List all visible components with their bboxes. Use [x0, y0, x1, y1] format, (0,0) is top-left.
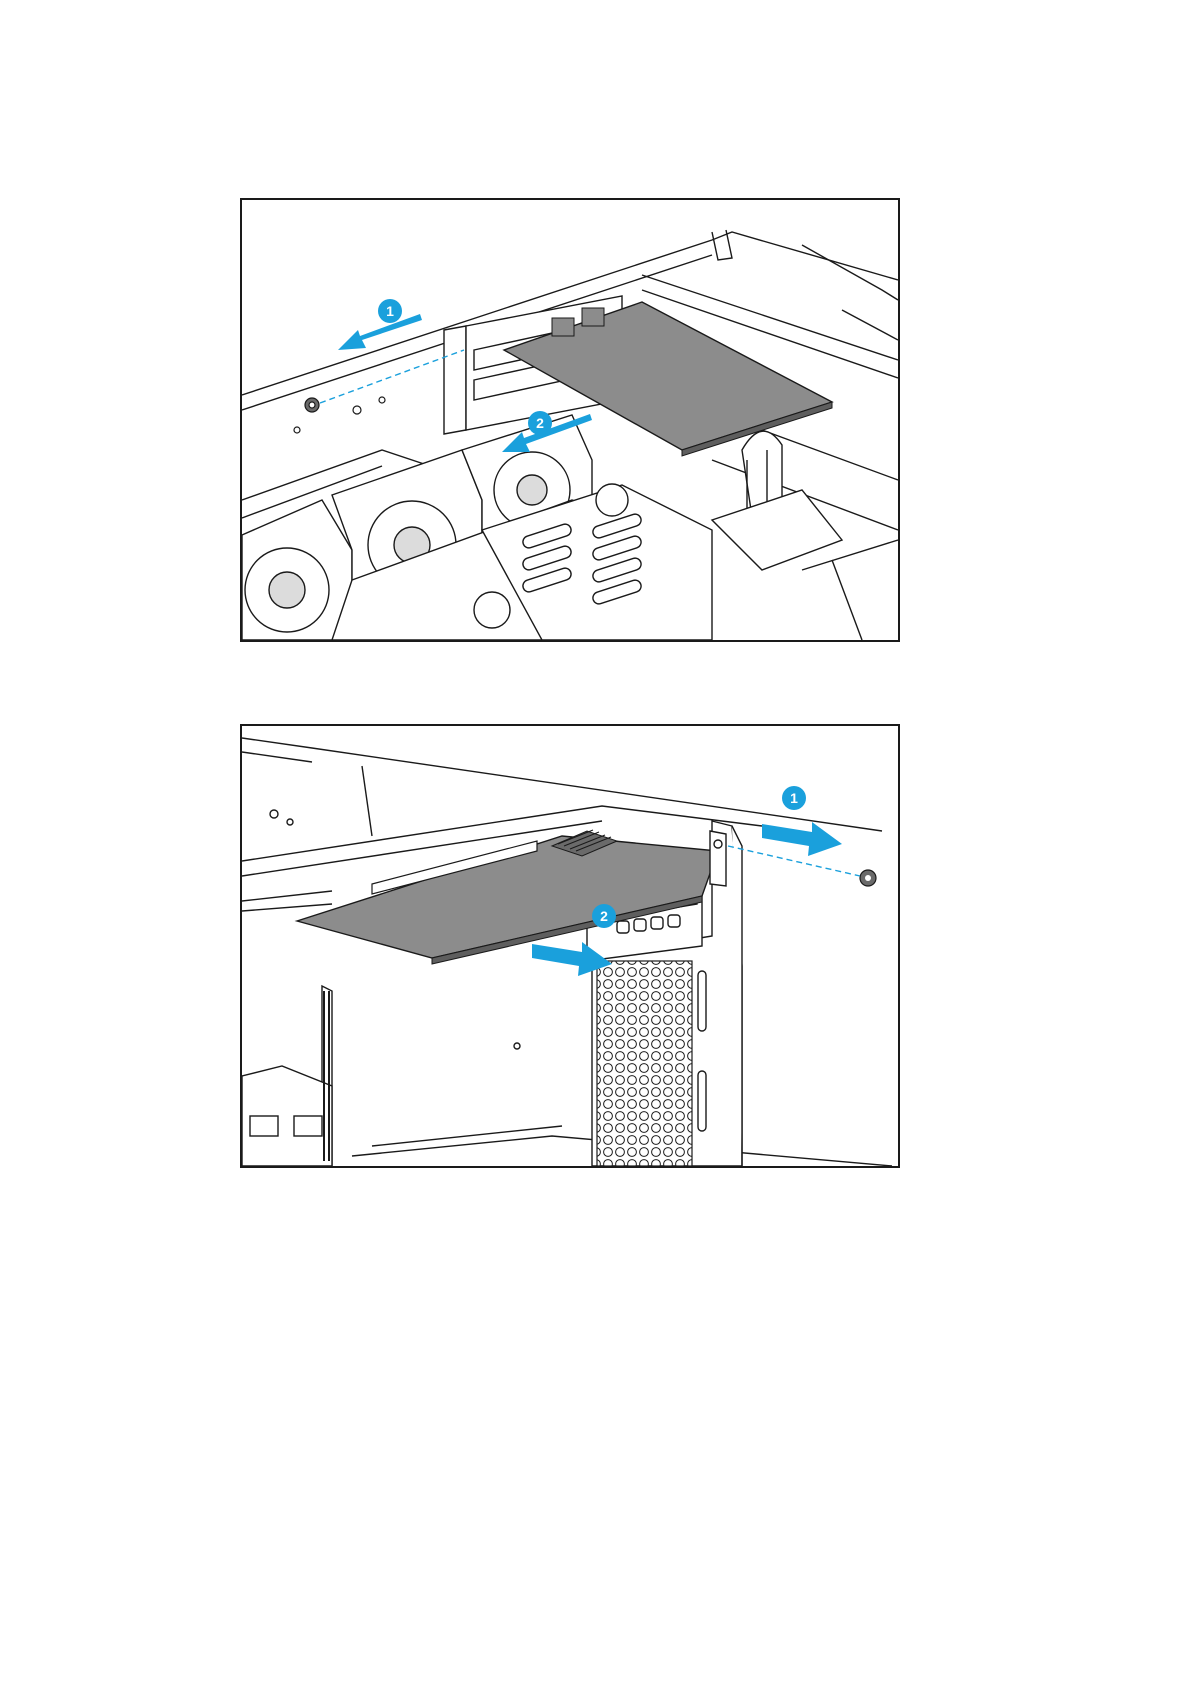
step-2-badge: 2 [592, 904, 616, 928]
vent-grille [597, 961, 692, 1166]
step-2-number: 2 [536, 415, 544, 431]
step-1-number: 1 [790, 790, 798, 806]
step-2-badge: 2 [528, 411, 552, 435]
figure-remove-card-step-a: 1 2 [240, 198, 900, 642]
screw-holes [294, 397, 385, 433]
chassis-illustration-side: 1 2 [242, 726, 898, 1166]
step-1-arrow [338, 314, 422, 350]
figure-remove-card-step-b: 1 2 [240, 724, 900, 1168]
screw [860, 870, 876, 886]
screw-guide-line [728, 846, 860, 876]
step-2-number: 2 [600, 908, 608, 924]
step-1-number: 1 [386, 303, 394, 319]
bracket-tab [710, 831, 726, 886]
step-1-badge: 1 [782, 786, 806, 810]
step-1-badge: 1 [378, 299, 402, 323]
chassis-illustration: 1 2 [242, 200, 898, 640]
step-1-arrow [762, 822, 842, 856]
